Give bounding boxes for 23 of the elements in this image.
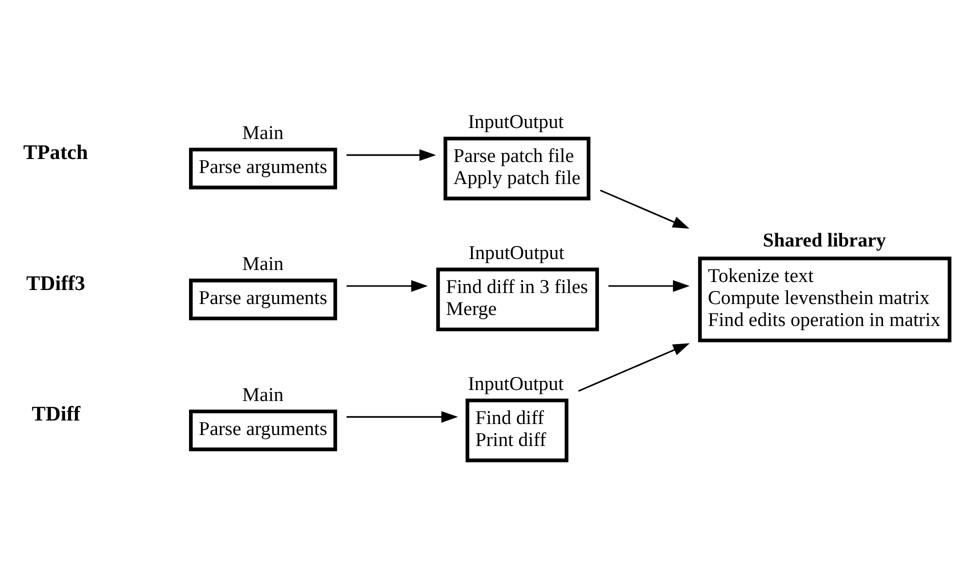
node-label: Main	[242, 384, 284, 406]
node-label: InputOutput	[468, 112, 564, 133]
label: TDiff	[32, 402, 80, 426]
node-box: Parse patch file Apply patch file	[444, 136, 590, 200]
node-box: Find diff Print diff	[466, 398, 568, 462]
arrow	[346, 280, 428, 292]
node-label: InputOutput	[468, 242, 564, 264]
node-label: InputOutput	[468, 374, 564, 395]
node-box: Parse arguments	[189, 148, 338, 190]
node-box: Parse arguments	[189, 278, 338, 320]
node-label: Main	[242, 254, 284, 275]
arrow	[608, 280, 690, 292]
node-box: Tokenize text Compute levensthein matrix Find edits operation in matrix	[698, 256, 952, 342]
node-label: Shared library	[762, 230, 886, 252]
label: TDiff3	[26, 272, 86, 295]
arrow	[346, 149, 436, 161]
node-box: Find diff in 3 files Merge	[436, 268, 599, 332]
arrow	[578, 343, 690, 392]
arrow	[346, 411, 458, 423]
arrow	[600, 190, 690, 229]
label: TPatch	[23, 140, 88, 164]
node-label: Main	[242, 122, 284, 144]
node-box: Parse arguments	[189, 410, 338, 452]
